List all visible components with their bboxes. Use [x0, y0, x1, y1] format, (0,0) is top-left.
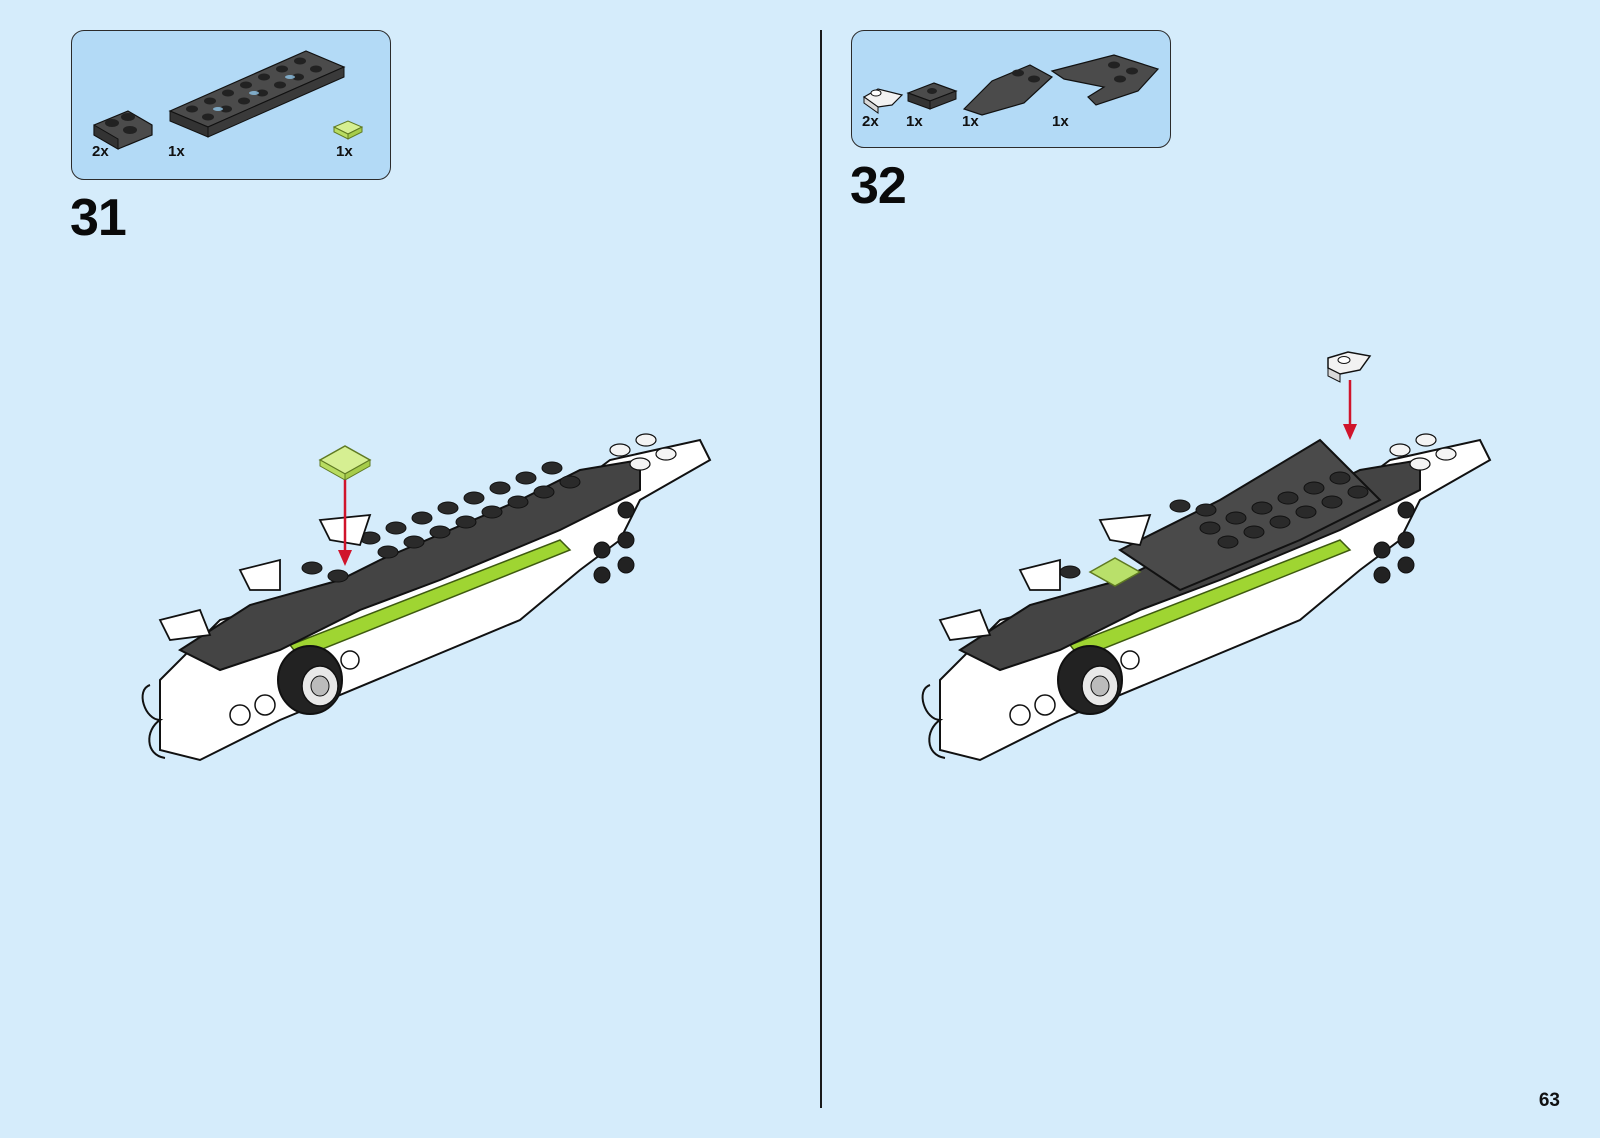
part-quantity: 1x	[1052, 113, 1069, 130]
page-number: 63	[1539, 1090, 1560, 1112]
large-wedge-plate-part	[1052, 55, 1158, 105]
long-plate-part	[170, 51, 344, 137]
placement-arrow	[1328, 352, 1370, 440]
part-quantity: 1x	[168, 143, 185, 160]
step-31-model-illustration	[140, 420, 720, 780]
wheel	[278, 646, 342, 714]
step-number: 32	[850, 156, 906, 216]
white-wedge-plate-part	[864, 89, 902, 113]
placement-arrow	[320, 446, 370, 566]
curved-wedge-part	[964, 65, 1052, 115]
part-quantity: 1x	[962, 113, 979, 130]
part-quantity: 2x	[862, 113, 879, 130]
part-quantity: 1x	[906, 113, 923, 130]
part-quantity: 2x	[92, 143, 109, 160]
wheel	[1058, 646, 1122, 714]
page-divider	[820, 30, 822, 1108]
step-32-model-illustration	[920, 350, 1500, 780]
parts-list-step-32: 2x 1x 1x 1x	[851, 30, 1171, 148]
step-number: 31	[70, 188, 126, 248]
part-quantity: 1x	[336, 143, 353, 160]
lime-tile-part	[334, 121, 362, 139]
jumper-plate-part	[908, 83, 956, 109]
parts-list-step-31: 2x 1x 1x	[71, 30, 391, 180]
parts-illustration-step-32	[852, 31, 1170, 147]
